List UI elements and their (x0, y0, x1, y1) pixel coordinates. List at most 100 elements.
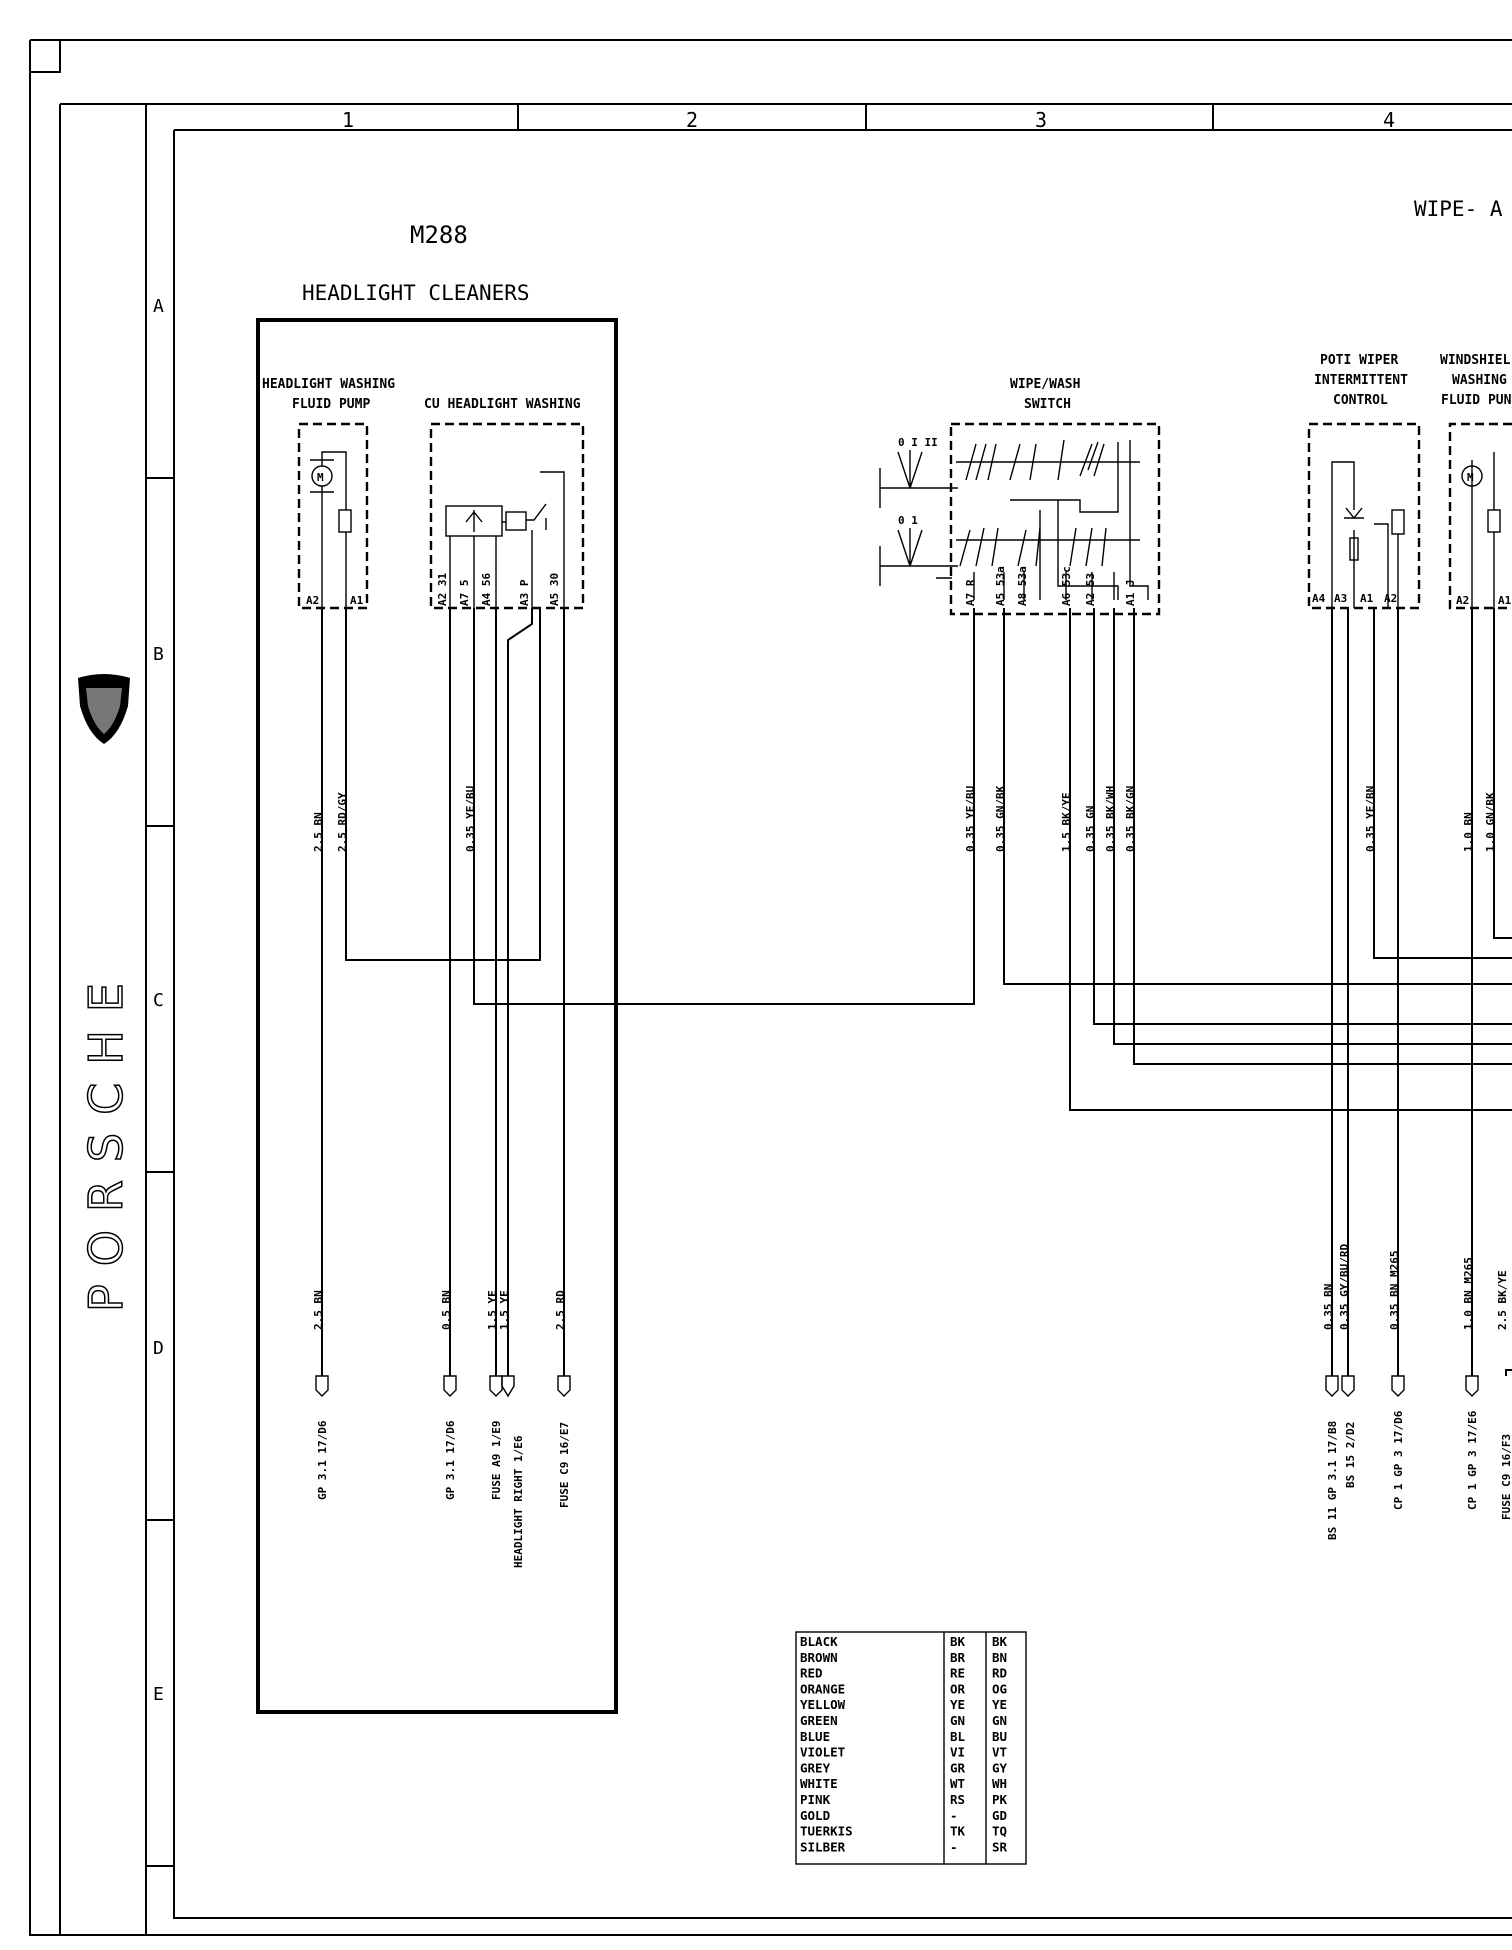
svg-text:A3 P: A3 P (518, 579, 531, 606)
svg-text:A8 53a: A8 53a (1016, 566, 1029, 606)
svg-text:M: M (1467, 471, 1474, 484)
svg-text:A4 56: A4 56 (480, 573, 493, 606)
svg-text:M: M (317, 471, 324, 484)
legend-color-name: VIOLET (800, 1745, 845, 1760)
legend-code-de: GN (950, 1713, 965, 1728)
svg-text:A2: A2 (1384, 592, 1397, 605)
wire-label: 2.5 BN (312, 812, 325, 852)
inner-frame (59, 103, 1512, 1935)
legend-code-de: RS (950, 1792, 965, 1807)
row-b: B (153, 644, 164, 665)
legend-color-name: PINK (800, 1792, 831, 1807)
legend-code-en: YE (992, 1697, 1007, 1712)
svg-text:A1: A1 (1498, 594, 1512, 607)
legend-code-en: GN (992, 1713, 1007, 1728)
row-e: E (153, 1684, 164, 1705)
page-heading: WIPE- A (1414, 197, 1503, 221)
svg-text:CU HEADLIGHT WASHING: CU HEADLIGHT WASHING (424, 397, 581, 412)
svg-text:HEADLIGHT WASHING: HEADLIGHT WASHING (262, 377, 395, 392)
legend-color-name: SILBER (800, 1839, 846, 1854)
svg-text:A2: A2 (306, 594, 319, 607)
row-d: D (153, 1338, 164, 1359)
svg-text:FLUID PUMP: FLUID PUMP (292, 397, 370, 412)
destination-label: CP 1 GP 3 17/E6 (1466, 1410, 1479, 1510)
legend-code-de: OR (950, 1681, 966, 1696)
legend-code-en: GD (992, 1808, 1007, 1823)
destination-label: CP 1 GP 3 17/D6 (1392, 1410, 1405, 1510)
wire-label: 2.5 BK/YE (1496, 1270, 1509, 1330)
column-4: 4 (1383, 108, 1395, 132)
svg-text:POTI WIPER: POTI WIPER (1320, 353, 1398, 368)
poti-wiper-control: POTI WIPER INTERMITTENT CONTROL A4 A3 A1… (1307, 353, 1421, 610)
svg-text:A5 30: A5 30 (548, 573, 561, 606)
svg-text:WINDSHIEL: WINDSHIEL (1440, 353, 1511, 368)
destination-label: BS 15 2/D2 (1344, 1422, 1357, 1488)
wire-label: 0.35 GN (1084, 806, 1097, 852)
svg-text:A7 R: A7 R (964, 579, 977, 606)
legend-code-en: RD (992, 1666, 1007, 1681)
svg-text:FLUID PUN: FLUID PUN (1441, 393, 1512, 408)
svg-text:A4: A4 (1312, 592, 1326, 605)
legend-code-en: PK (992, 1792, 1008, 1807)
svg-text:A3: A3 (1334, 592, 1347, 605)
destination-label: HEADLIGHT RIGHT 1/E6 (512, 1435, 525, 1568)
legend-color-name: GREY (800, 1760, 831, 1775)
wire-label: 0.35 BN (1322, 1284, 1335, 1330)
windshield-washing-pump: WINDSHIEL WASHING FLUID PUN M A2 A1 (1440, 353, 1512, 610)
wire-label: 1.0 GN/BK (1484, 792, 1497, 852)
svg-text:WASHING: WASHING (1452, 373, 1507, 388)
svg-text:SWITCH: SWITCH (1024, 397, 1071, 412)
wire-label: 0.35 GN/BK (994, 785, 1007, 852)
row-dividers (146, 477, 174, 1867)
column-dividers (517, 104, 1214, 130)
legend-color-name: GREEN (800, 1713, 838, 1728)
legend-code-de: - (950, 1808, 958, 1823)
svg-text:A6 53c: A6 53c (1060, 566, 1073, 606)
legend-color-name: TUERKIS (800, 1824, 853, 1839)
svg-text:CONTROL: CONTROL (1333, 393, 1388, 408)
svg-text:A5 53a: A5 53a (994, 566, 1007, 606)
wire-label: 0.35 BK/WH (1104, 786, 1117, 852)
module-box (256, 318, 618, 1714)
legend-code-en: BN (992, 1650, 1007, 1665)
legend-code-de: - (950, 1839, 958, 1854)
wire-label: 2.5 RD/GY (336, 792, 349, 852)
legend-code-en: GY (992, 1760, 1008, 1775)
legend-color-name: BLUE (800, 1729, 830, 1744)
destination-label: BS 11 GP 3.1 17/B8 (1326, 1421, 1339, 1540)
legend-color-name: BROWN (800, 1650, 838, 1665)
legend-color-name: YELLOW (800, 1697, 846, 1712)
wipe-wash-switch: WIPE/WASH SWITCH 0 I II 0 1 A7 R A5 53a … (879, 377, 1161, 616)
svg-text:A7 5: A7 5 (458, 580, 471, 607)
legend-code-de: VI (950, 1745, 965, 1760)
connector-arrows (315, 1375, 1479, 1398)
svg-text:A1: A1 (350, 594, 364, 607)
legend-code-de: TK (950, 1824, 966, 1839)
wire-label: 0.35 BN M265 (1388, 1251, 1401, 1330)
svg-text:A1: A1 (1360, 592, 1374, 605)
wire-label: 0.35 YE/BU (464, 785, 477, 852)
wire-label: 0.35 GY/BU/RD (1338, 1244, 1351, 1330)
legend-code-en: VT (992, 1745, 1007, 1760)
porsche-crest-icon (78, 674, 130, 744)
legend-code-de: RE (950, 1666, 965, 1681)
legend-code-en: WH (992, 1776, 1007, 1791)
legend-code-en: SR (992, 1839, 1008, 1854)
wire-label: 1.0 BN (1462, 812, 1475, 852)
drawing-area (173, 129, 1512, 1919)
wire-label: 1.0 BN M265 (1462, 1257, 1475, 1330)
module-code: M288 (410, 221, 468, 249)
wire-label: 0.5 BN (440, 1290, 453, 1330)
cu-headlight-washing: CU HEADLIGHT WASHING A2 31 A7 5 A4 56 A3… (424, 397, 585, 610)
module-title: HEADLIGHT CLEANERS (302, 281, 530, 305)
legend-code-en: BU (992, 1729, 1007, 1744)
column-2: 2 (686, 108, 698, 132)
destination-label: FUSE C9 16/E7 (558, 1422, 571, 1508)
wire-label: 0.35 YE/BU (964, 785, 977, 852)
column-1: 1 (342, 108, 354, 132)
legend-color-name: WHITE (800, 1776, 838, 1791)
page-frame (29, 39, 1512, 1936)
wire-label: 2.5 RD (554, 1290, 567, 1330)
wire-routing (321, 608, 1512, 1376)
